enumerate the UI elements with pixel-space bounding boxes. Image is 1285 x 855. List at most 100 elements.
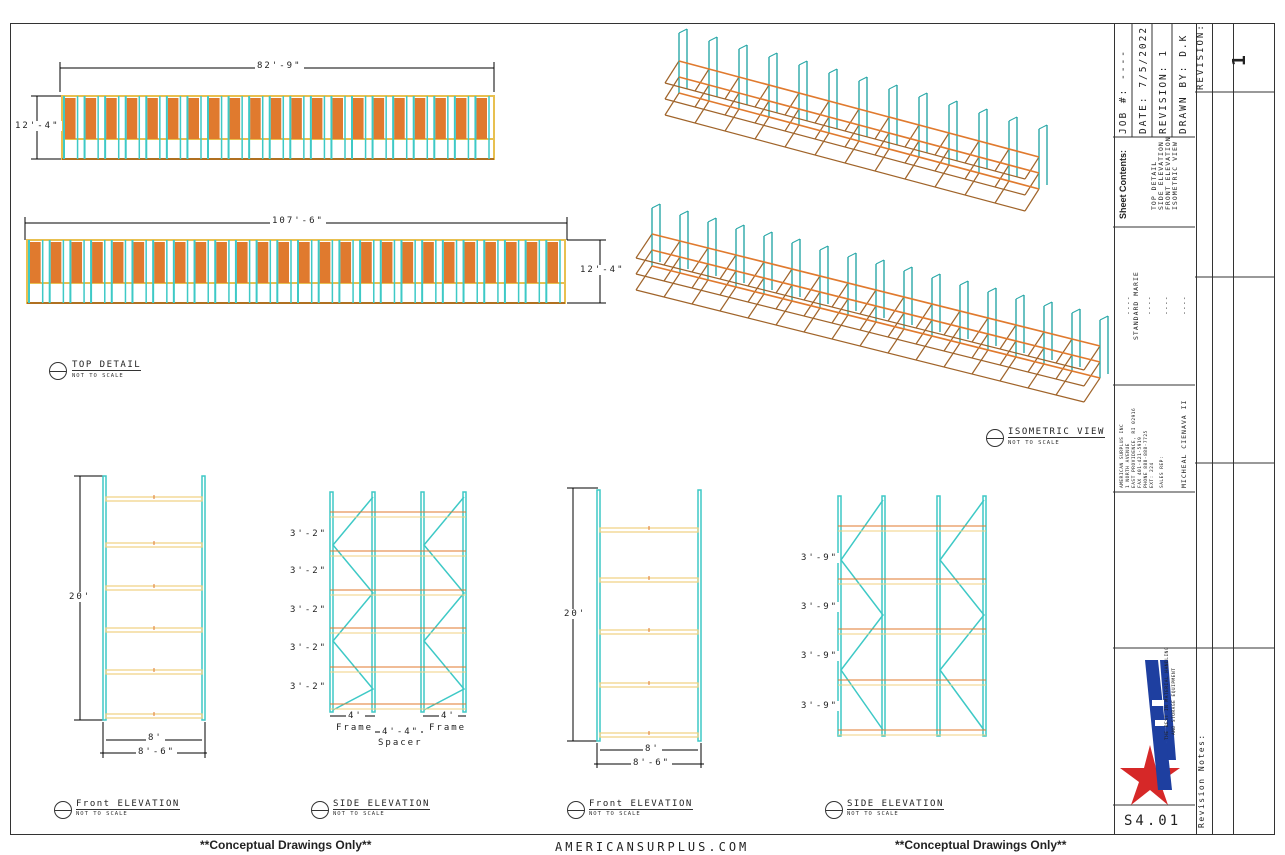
top-detail-1-length: 82'-9" xyxy=(255,61,304,71)
revision-notes-label: Revision Notes: xyxy=(1197,733,1206,828)
iso-beam xyxy=(663,272,681,298)
company-line-5: PHONE 888-888-7725 xyxy=(1144,430,1149,488)
iso-upright-tie xyxy=(918,92,928,98)
company-line-6: EXT: 224 xyxy=(1150,462,1155,488)
title-block-info xyxy=(1114,24,1196,834)
side-2-spacing-4: 3'-9" xyxy=(799,701,841,711)
iso-beam xyxy=(999,340,1017,366)
iso-beam xyxy=(1024,188,1040,212)
iso-beam xyxy=(874,116,890,140)
job-number: JOB #: ---- xyxy=(1118,49,1129,134)
side-1-spacing-3: 3'-2" xyxy=(288,605,330,615)
bay-beam xyxy=(209,98,220,139)
iso-beam xyxy=(887,328,905,354)
iso-beam xyxy=(719,286,737,312)
iso-beam xyxy=(651,249,1101,363)
iso-upright-tie xyxy=(763,231,773,237)
iso-beam xyxy=(664,60,680,84)
iso-beam xyxy=(747,277,765,303)
iso-beam xyxy=(934,148,950,172)
frame-brace xyxy=(332,496,375,711)
iso-beam xyxy=(971,333,989,359)
iso-beam xyxy=(831,282,849,308)
iso-beam xyxy=(784,108,800,132)
iso-beam xyxy=(754,100,770,124)
customer-line-1: ---- xyxy=(1124,295,1132,315)
footer-disclaimer-left: **Conceptual Drawings Only** xyxy=(200,838,372,852)
bay-beam xyxy=(291,98,302,139)
bay-beam xyxy=(476,98,487,139)
bay-beam xyxy=(229,98,241,139)
iso-beam xyxy=(1027,347,1045,373)
iso-beam xyxy=(904,140,920,164)
bay-beam xyxy=(311,98,323,139)
bay-beam xyxy=(505,242,517,283)
iso-beam xyxy=(814,116,830,140)
bay-beam xyxy=(250,98,261,139)
side-2-spacing-3: 3'-9" xyxy=(799,651,841,661)
bay-beam xyxy=(485,242,496,283)
top-detail-2-depth: 12'-4" xyxy=(578,265,627,275)
iso-beam xyxy=(887,312,905,338)
iso-beam xyxy=(1055,370,1073,396)
customer-line-4: ---- xyxy=(1162,295,1170,315)
iso-beam xyxy=(635,289,1085,403)
bay-beam xyxy=(50,242,62,283)
top-detail-1 xyxy=(31,62,495,160)
iso-beam xyxy=(971,317,989,343)
sheet-contents-4: ISOMETRIC VIEW xyxy=(1171,141,1179,210)
iso-beam xyxy=(635,273,1085,387)
customer-line-3: ---- xyxy=(1145,295,1153,315)
iso-beam xyxy=(678,76,1040,174)
iso-beam xyxy=(724,108,740,132)
iso-beam xyxy=(874,148,890,172)
american-surplus-logo xyxy=(1120,660,1180,805)
iso-beam xyxy=(635,257,1085,371)
front-2-height: 20' xyxy=(562,609,589,619)
iso-beam xyxy=(971,349,989,375)
bay-beam xyxy=(547,242,558,283)
iso-beam xyxy=(724,76,740,100)
frame-brace xyxy=(939,499,985,731)
iso-beam xyxy=(754,116,770,140)
iso-upright-tie xyxy=(798,60,808,66)
bay-beam xyxy=(236,242,248,283)
iso-beam xyxy=(691,263,709,289)
top-detail-2-length: 107'-6" xyxy=(270,216,326,226)
iso-upright-tie xyxy=(1015,294,1025,300)
iso-beam xyxy=(694,100,710,124)
frame-post xyxy=(371,491,376,713)
iso-upright-tie xyxy=(875,259,885,265)
iso-beam xyxy=(747,293,765,319)
iso-beam xyxy=(874,132,890,156)
logo-tagline-2: AND STORAGE EQUIPMENT xyxy=(1172,667,1177,735)
title-block-rev-col-2 xyxy=(1233,24,1254,834)
company-line-3: EAST PROVIDENCE, RI 02916 xyxy=(1132,407,1137,488)
bay-beam xyxy=(526,242,538,283)
iso-upright-tie xyxy=(679,210,689,216)
footer-website: AMERICANSURPLUS.COM xyxy=(555,840,750,854)
front-2-scale: NOT TO SCALE xyxy=(589,811,641,817)
top-detail-title: TOP DETAIL xyxy=(72,360,142,371)
bay-beam xyxy=(353,98,364,139)
iso-beam xyxy=(994,180,1010,204)
iso-upright-tie xyxy=(678,28,688,34)
drawing-sheet xyxy=(10,23,1275,835)
iso-beam xyxy=(1055,354,1073,380)
side-1-spacer-label: Spacer xyxy=(376,738,425,748)
iso-upright-tie xyxy=(931,273,941,279)
side-2-title: SIDE ELEVATION xyxy=(847,799,944,810)
side-1-frame-left-label: Frame xyxy=(334,723,376,733)
front-2-bubble xyxy=(567,801,585,819)
bay-beam xyxy=(133,242,145,283)
iso-upright-tie xyxy=(888,84,898,90)
iso-upright-tie xyxy=(735,224,745,230)
bay-beam xyxy=(147,98,158,139)
side-1-title: SIDE ELEVATION xyxy=(333,799,430,810)
front-2-title: Front ELEVATION xyxy=(589,799,693,810)
bay-beam xyxy=(402,242,414,283)
iso-upright-tie xyxy=(651,203,661,209)
customer-line-2: STANDARD MARIE xyxy=(1132,271,1140,340)
iso-beam xyxy=(784,92,800,116)
iso-upright-tie xyxy=(847,252,857,258)
